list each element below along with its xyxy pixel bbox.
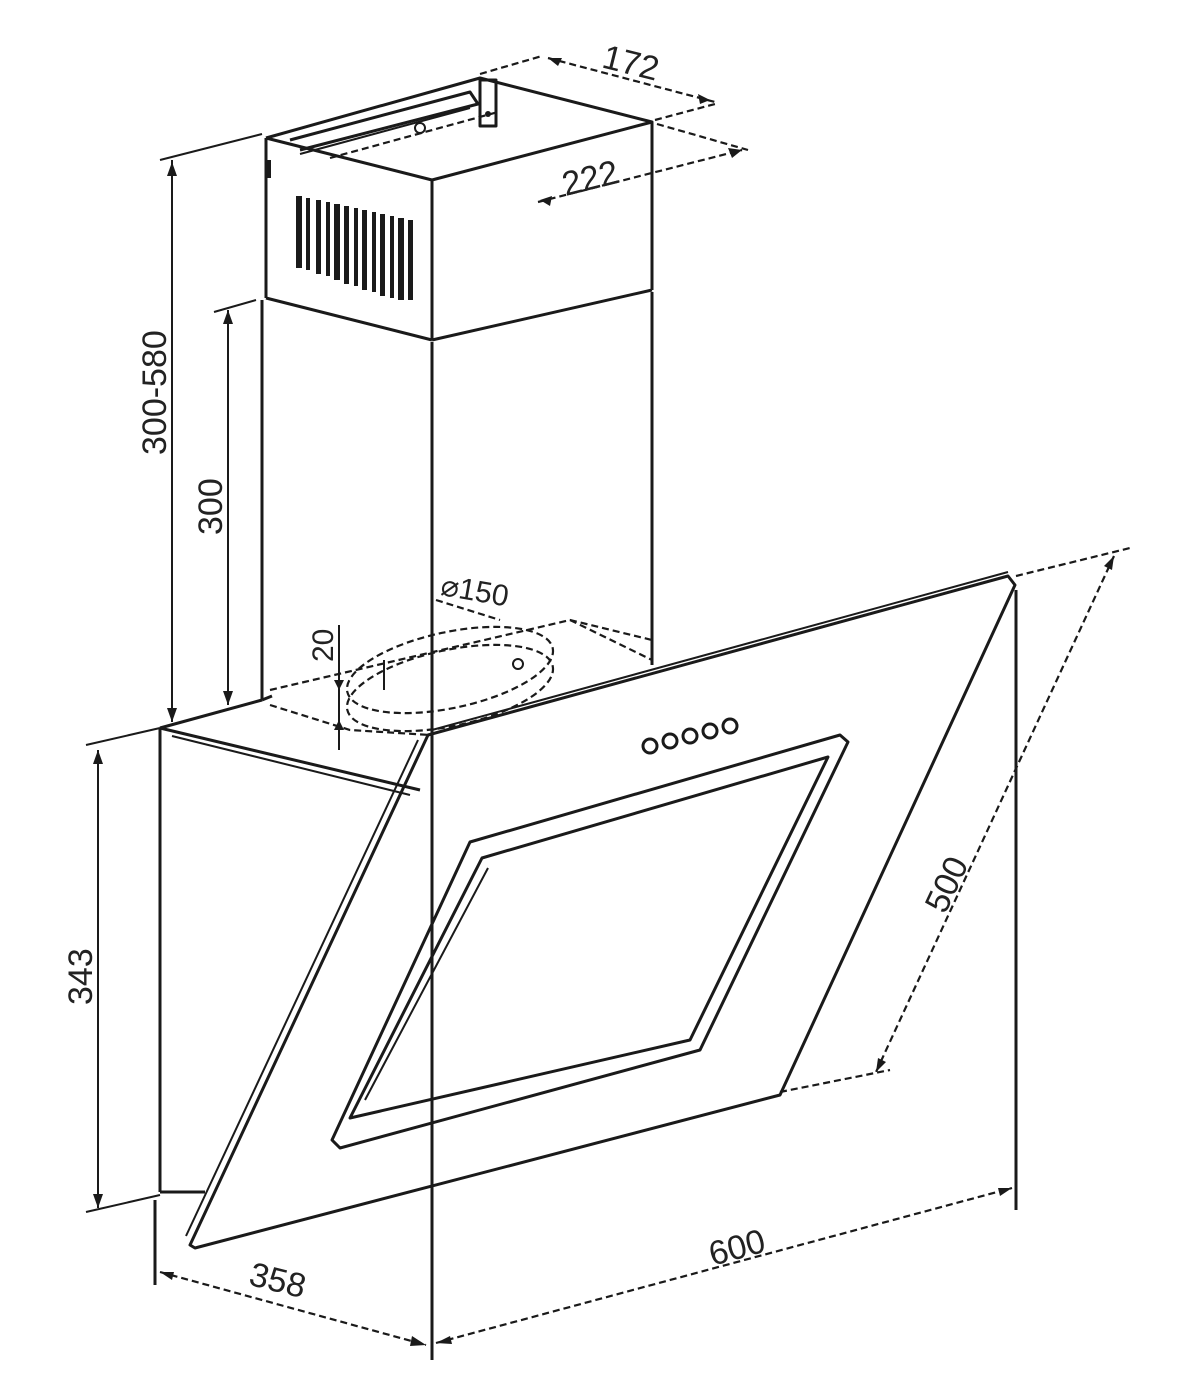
control-button-icon bbox=[701, 722, 719, 740]
control-buttons bbox=[641, 717, 739, 755]
dim-label-20: 20 bbox=[307, 629, 340, 662]
bracket-icon bbox=[478, 78, 498, 128]
dim-label-diameter-150: ⌀150 bbox=[438, 569, 511, 613]
dim-hood-depth: 358 bbox=[153, 1200, 427, 1347]
dim-label-172: 172 bbox=[599, 38, 663, 89]
dim-label-300: 300 bbox=[192, 478, 230, 535]
control-button-icon bbox=[721, 717, 739, 735]
vent-grille-icon bbox=[296, 196, 413, 300]
lower-chimney bbox=[260, 292, 654, 1360]
dim-body-height: 343 bbox=[62, 727, 161, 1213]
dim-collar-height: 20 bbox=[307, 625, 344, 750]
control-button-icon bbox=[641, 737, 659, 755]
dim-glass-height: 500 bbox=[779, 546, 1131, 1094]
dim-label-500: 500 bbox=[918, 851, 976, 918]
dim-hood-width: 600 bbox=[435, 590, 1018, 1345]
dim-chimney-lower-height: 300 bbox=[192, 299, 257, 705]
dim-label-358: 358 bbox=[246, 1255, 310, 1306]
dim-chimney-height-range: 300-580 bbox=[136, 133, 263, 722]
outlet-collar bbox=[269, 598, 653, 737]
dim-label-222: 222 bbox=[558, 153, 622, 204]
dim-label-600: 600 bbox=[705, 1222, 770, 1273]
dim-chimney-depth: 172 bbox=[479, 38, 716, 104]
control-button-icon bbox=[661, 732, 679, 750]
control-button-icon bbox=[681, 727, 699, 745]
dim-label-300-580: 300-580 bbox=[136, 330, 174, 455]
hood-body bbox=[158, 571, 1017, 1250]
upper-chimney bbox=[264, 76, 654, 342]
dim-label-343: 343 bbox=[62, 948, 100, 1005]
